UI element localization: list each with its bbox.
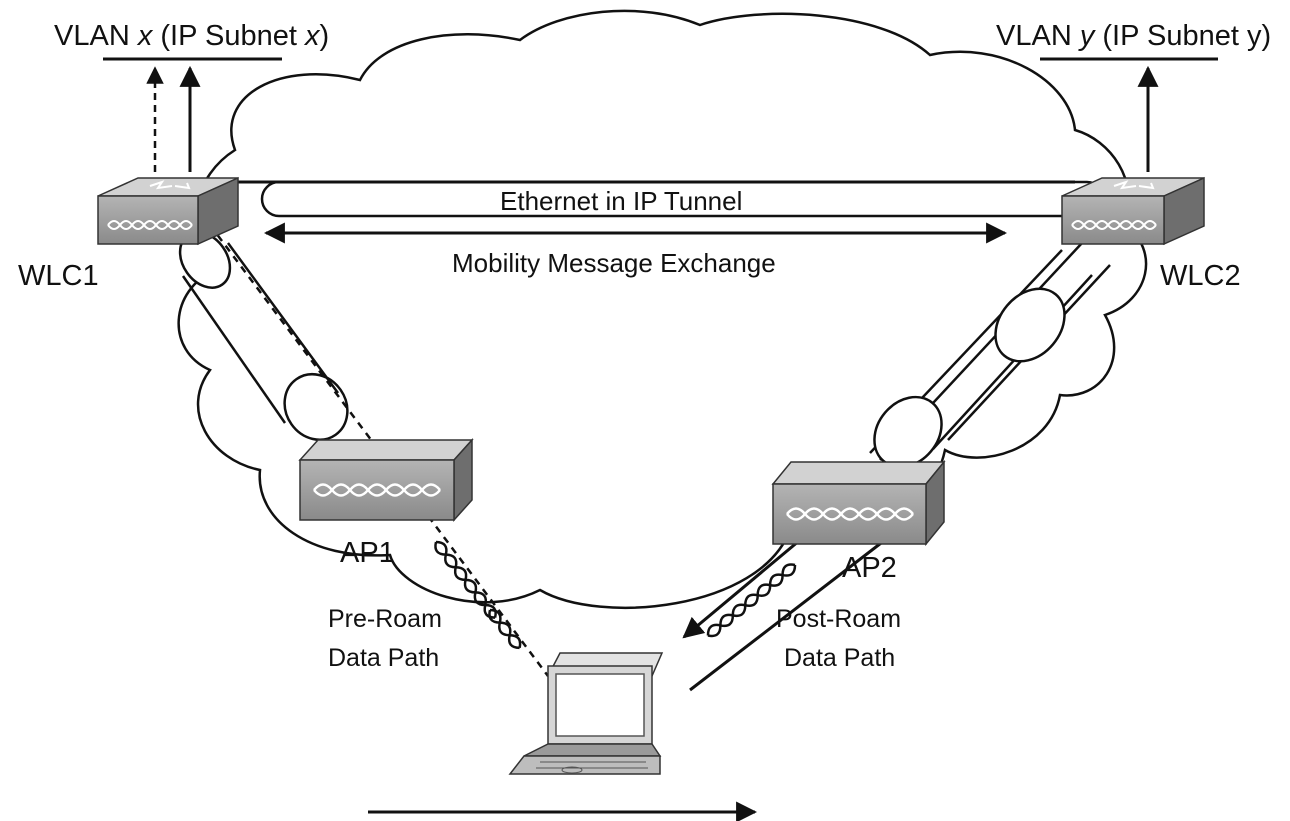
ap2-wireless-helix	[707, 564, 797, 638]
post-roam-label-1: Post-Roam	[776, 605, 901, 633]
wlc1-label: WLC1	[18, 260, 99, 292]
tunnel-label: Ethernet in IP Tunnel	[500, 186, 742, 216]
pre-roam-dashed-path	[208, 224, 550, 677]
vlan-x-label: VLAN x (IP Subnet x)	[54, 20, 329, 52]
network-cloud	[177, 9, 1148, 610]
wlc1-icon	[97, 176, 239, 246]
capwap-tunnel-ap1	[178, 231, 349, 441]
pre-roam-label-1: Pre-Roam	[328, 605, 442, 633]
pre-roam-label-2: Data Path	[328, 644, 439, 672]
wlc2-label: WLC2	[1160, 260, 1241, 292]
capwap-tunnel-ap2	[869, 242, 1111, 469]
ap2-label: AP2	[842, 552, 897, 584]
ap2-icon	[771, 459, 946, 547]
wlc2-icon	[1061, 176, 1205, 246]
ap1-label: AP1	[340, 537, 395, 569]
ap1-icon	[298, 438, 474, 522]
laptop-icon	[508, 652, 664, 775]
post-roam-line	[689, 538, 886, 692]
vlan-y-label: VLAN y (IP Subnet y)	[996, 20, 1271, 52]
post-roam-label-2: Data Path	[784, 644, 895, 672]
mobility-label: Mobility Message Exchange	[452, 248, 776, 278]
